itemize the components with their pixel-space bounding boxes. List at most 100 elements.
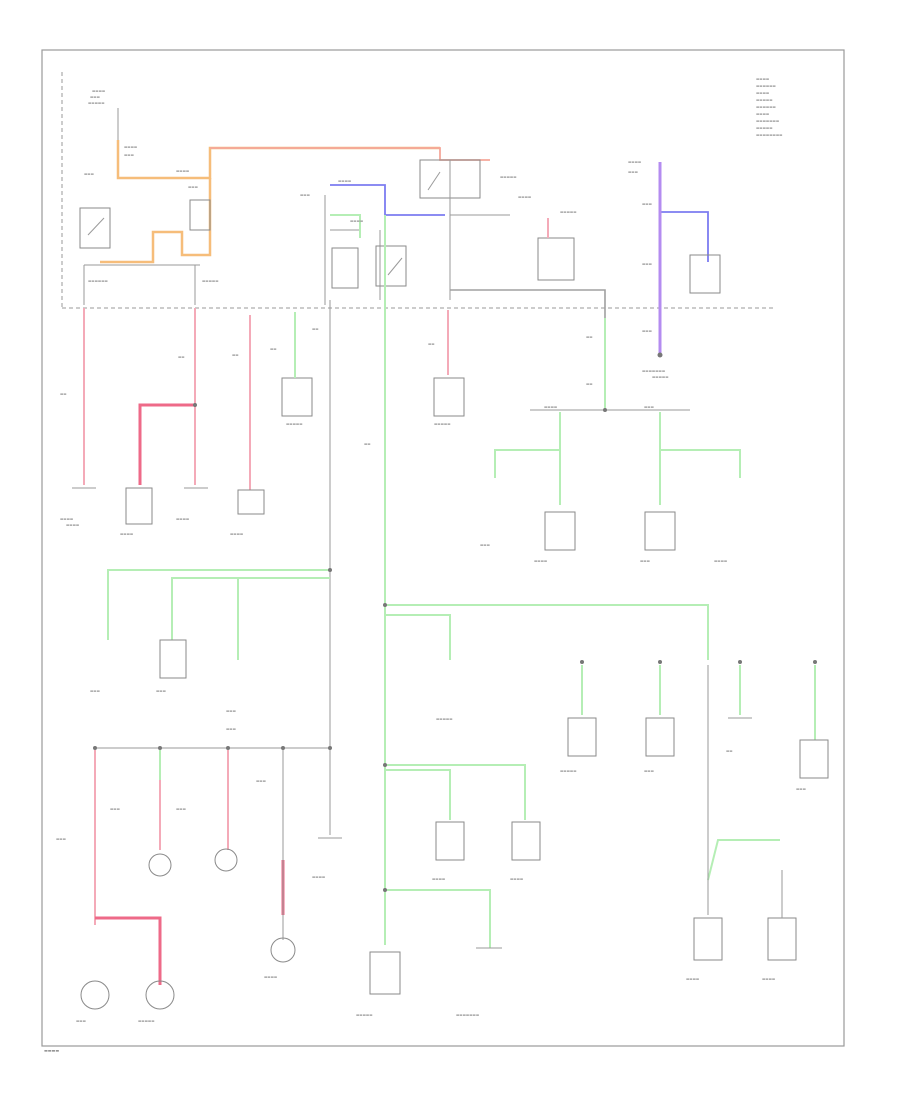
svg-text:▬▬▬▬: ▬▬▬▬ bbox=[628, 160, 641, 164]
svg-text:▬▬▬▬: ▬▬▬▬ bbox=[756, 91, 769, 95]
svg-text:▬▬▬▬: ▬▬▬▬ bbox=[230, 532, 243, 536]
svg-text:▬▬▬▬: ▬▬▬▬ bbox=[518, 195, 531, 199]
salmon-feed-wire bbox=[210, 147, 490, 161]
svg-text:▬▬▬▬: ▬▬▬▬ bbox=[176, 169, 189, 173]
relay-left bbox=[79, 207, 111, 249]
svg-text:▬▬▬▬▬: ▬▬▬▬▬ bbox=[88, 101, 105, 105]
svg-text:▬▬▬▬▬▬: ▬▬▬▬▬▬ bbox=[756, 84, 776, 88]
svg-text:▬▬▬: ▬▬▬ bbox=[226, 709, 236, 713]
lower-center-components bbox=[318, 821, 541, 995]
svg-text:▬▬▬▬▬▬▬: ▬▬▬▬▬▬▬ bbox=[756, 119, 779, 123]
green-left-branch2 bbox=[171, 577, 330, 640]
svg-text:▬▬▬▬: ▬▬▬▬ bbox=[264, 975, 277, 979]
svg-text:▬▬▬▬: ▬▬▬▬ bbox=[714, 559, 727, 563]
svg-text:▬▬▬▬▬: ▬▬▬▬▬ bbox=[436, 717, 453, 721]
svg-text:▬▬▬▬: ▬▬▬▬ bbox=[312, 875, 325, 879]
relay-mid bbox=[189, 199, 211, 231]
svg-text:▬▬▬: ▬▬▬ bbox=[176, 807, 186, 811]
svg-text:▬▬▬▬▬▬▬▬: ▬▬▬▬▬▬▬▬ bbox=[756, 133, 782, 137]
svg-text:▬▬▬▬▬: ▬▬▬▬▬ bbox=[286, 422, 303, 426]
svg-text:▬▬▬▬▬: ▬▬▬▬▬ bbox=[356, 1013, 373, 1017]
headlamp-cross-wire bbox=[138, 403, 195, 485]
svg-text:▬▬▬▬: ▬▬▬▬ bbox=[60, 517, 73, 521]
svg-text:▬▬▬: ▬▬▬ bbox=[642, 329, 652, 333]
svg-text:▬▬▬: ▬▬▬ bbox=[56, 837, 66, 841]
svg-text:▬▬▬: ▬▬▬ bbox=[300, 193, 310, 197]
green-lower-center2 bbox=[385, 769, 451, 820]
svg-text:▬▬: ▬▬ bbox=[60, 392, 67, 396]
svg-text:▬▬▬: ▬▬▬ bbox=[628, 170, 638, 174]
svg-text:▬▬▬▬▬: ▬▬▬▬▬ bbox=[652, 375, 669, 379]
lower-left-wires bbox=[80, 750, 296, 1010]
svg-text:▬▬▬: ▬▬▬ bbox=[642, 202, 652, 206]
svg-text:▬▬▬▬: ▬▬▬▬ bbox=[338, 179, 351, 183]
svg-text:▬▬▬: ▬▬▬ bbox=[256, 779, 266, 783]
svg-text:▬▬▬▬: ▬▬▬▬ bbox=[544, 405, 557, 409]
tail-lamp-relay bbox=[419, 159, 510, 300]
blue-wire bbox=[330, 184, 445, 216]
corner-code: ▬▬▬▬ bbox=[44, 1048, 59, 1053]
svg-text:▬▬: ▬▬ bbox=[726, 749, 733, 753]
svg-text:▬▬▬▬: ▬▬▬▬ bbox=[686, 977, 699, 981]
headlamp-switch bbox=[324, 195, 407, 305]
green-mid-horizontal bbox=[385, 604, 709, 660]
svg-text:▬▬: ▬▬ bbox=[364, 442, 371, 446]
right-lamp-group bbox=[494, 412, 741, 551]
svg-text:▬▬▬: ▬▬▬ bbox=[796, 787, 806, 791]
park-lamp-relay bbox=[537, 218, 575, 281]
svg-text:▬▬▬: ▬▬▬ bbox=[90, 95, 100, 99]
svg-text:▬▬▬▬: ▬▬▬▬ bbox=[534, 559, 547, 563]
svg-text:▬▬: ▬▬ bbox=[428, 342, 435, 346]
blue-wire-right bbox=[660, 211, 709, 262]
gray-wire bbox=[450, 289, 606, 318]
svg-text:▬▬▬▬: ▬▬▬▬ bbox=[120, 532, 133, 536]
svg-text:▬▬▬: ▬▬▬ bbox=[226, 727, 236, 731]
svg-text:▬▬: ▬▬ bbox=[232, 353, 239, 357]
svg-text:▬▬▬▬▬▬: ▬▬▬▬▬▬ bbox=[88, 279, 108, 283]
green-bottom-branch bbox=[385, 889, 491, 948]
faded-labels: ▬▬▬▬ ▬▬▬ ▬▬▬▬▬ ▬▬▬▬ ▬▬▬ ▬▬▬ ▬▬▬▬ ▬▬▬ ▬▬▬… bbox=[56, 89, 806, 1023]
legend-block: ▬▬▬▬ ▬▬▬▬▬▬ ▬▬▬▬ ▬▬▬▬▬ ▬▬▬▬▬▬ ▬▬▬▬ ▬▬▬▬▬… bbox=[756, 77, 782, 137]
svg-text:▬▬▬▬: ▬▬▬▬ bbox=[756, 77, 769, 81]
green-mid-horizontal2 bbox=[385, 614, 451, 660]
svg-text:▬▬▬▬▬▬▬: ▬▬▬▬▬▬▬ bbox=[642, 369, 665, 373]
svg-text:▬▬▬: ▬▬▬ bbox=[644, 769, 654, 773]
svg-text:▬▬▬: ▬▬▬ bbox=[84, 172, 94, 176]
svg-text:▬▬▬▬▬: ▬▬▬▬▬ bbox=[202, 279, 219, 283]
mid-right-components bbox=[567, 665, 829, 779]
svg-text:▬▬▬: ▬▬▬ bbox=[156, 689, 166, 693]
dimmer-relay bbox=[689, 254, 721, 294]
svg-text:▬▬▬▬: ▬▬▬▬ bbox=[510, 877, 523, 881]
green-lower-center bbox=[385, 764, 526, 820]
svg-text:▬▬▬: ▬▬▬ bbox=[640, 559, 650, 563]
green-left-branch bbox=[107, 569, 330, 640]
svg-text:▬▬▬: ▬▬▬ bbox=[642, 262, 652, 266]
svg-text:▬▬▬▬▬: ▬▬▬▬▬ bbox=[434, 422, 451, 426]
svg-text:▬▬▬▬: ▬▬▬▬ bbox=[762, 977, 775, 981]
svg-text:▬▬: ▬▬ bbox=[270, 347, 277, 351]
svg-text:▬▬▬: ▬▬▬ bbox=[90, 689, 100, 693]
svg-text:▬▬▬▬▬: ▬▬▬▬▬ bbox=[560, 769, 577, 773]
diagram-frame bbox=[41, 49, 845, 1047]
svg-text:▬▬▬▬▬: ▬▬▬▬▬ bbox=[560, 210, 577, 214]
svg-text:▬▬: ▬▬ bbox=[312, 327, 319, 331]
svg-text:▬▬▬▬▬: ▬▬▬▬▬ bbox=[756, 98, 773, 102]
left-mid-component bbox=[159, 639, 187, 679]
svg-text:▬▬: ▬▬ bbox=[586, 335, 593, 339]
svg-text:▬▬: ▬▬ bbox=[586, 382, 593, 386]
svg-text:▬▬▬▬: ▬▬▬▬ bbox=[432, 877, 445, 881]
svg-text:▬▬: ▬▬ bbox=[178, 355, 185, 359]
orange-feed-wire bbox=[100, 140, 440, 264]
lower-right-components bbox=[693, 870, 797, 961]
svg-text:▬▬▬: ▬▬▬ bbox=[124, 153, 134, 157]
svg-text:▬▬▬: ▬▬▬ bbox=[644, 405, 654, 409]
svg-text:▬▬▬: ▬▬▬ bbox=[110, 807, 120, 811]
svg-text:▬▬▬▬: ▬▬▬▬ bbox=[66, 523, 79, 527]
svg-text:▬▬▬: ▬▬▬ bbox=[76, 1019, 86, 1023]
green-upper-link bbox=[330, 214, 361, 238]
svg-text:▬▬▬▬: ▬▬▬▬ bbox=[756, 112, 769, 116]
green-lower-right bbox=[707, 839, 780, 881]
component-row-1 bbox=[72, 377, 465, 525]
svg-text:▬▬▬▬▬: ▬▬▬▬▬ bbox=[756, 126, 773, 130]
